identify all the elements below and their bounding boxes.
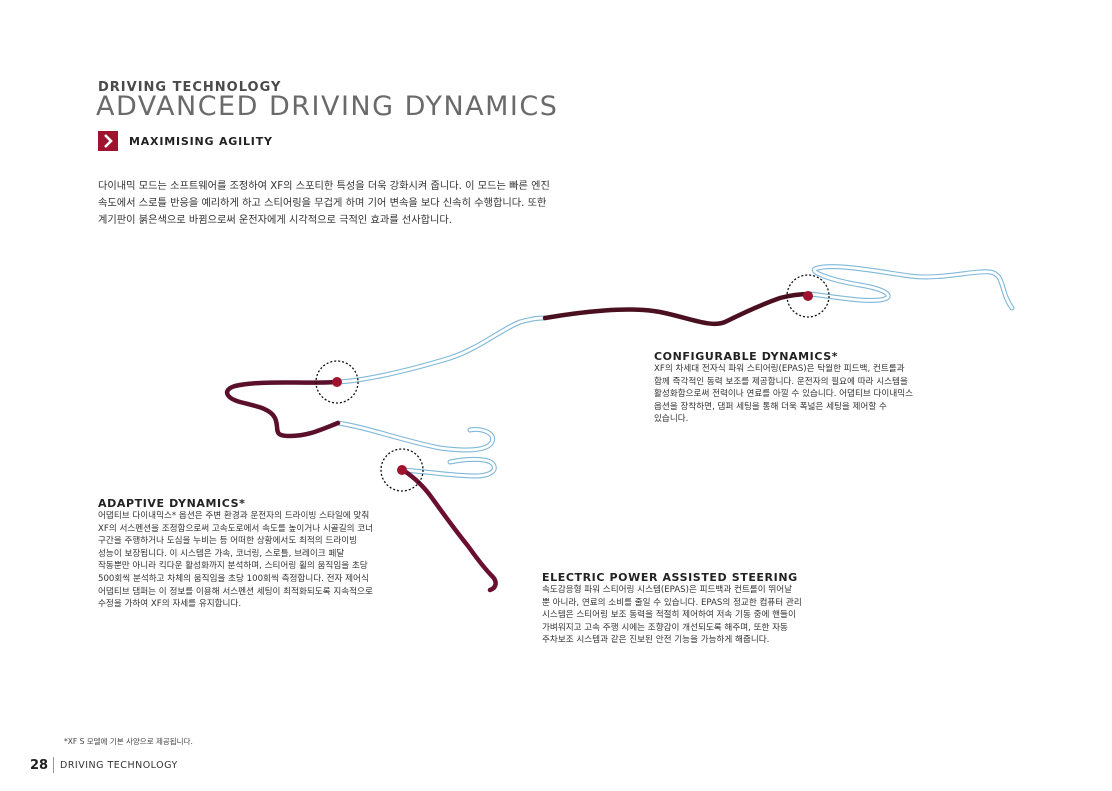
body-line: 가벼워지고 고속 주행 시에는 조향감이 개선되도록 해주며, 또한 자동 — [542, 622, 788, 633]
epas-section: ELECTRIC POWER ASSISTED STEERING 속도감응형 파… — [542, 571, 802, 647]
marker-configurable — [786, 274, 830, 318]
footnote: *XF S 모델에 기본 사양으로 제공됩니다. — [64, 737, 193, 746]
body-line: 뿐 아니라, 연료의 소비를 줄일 수 있습니다. EPAS의 정교한 컴퓨터 … — [542, 597, 802, 608]
configurable-dynamics-section: CONFIGURABLE DYNAMICS* XF의 차세대 전자식 파워 스티… — [654, 350, 913, 426]
page-divider — [53, 757, 54, 773]
adaptive-dynamics-section: ADAPTIVE DYNAMICS* 어댑티브 다이내믹스* 옵션은 주변 환경… — [98, 497, 373, 611]
eyebrow-heading: DRIVING TECHNOLOGY — [98, 80, 282, 95]
body-line: XF의 차세대 전자식 파워 스티어링(EPAS)은 탁월한 피드백, 컨트롤과 — [654, 364, 905, 374]
body-line: 작동뿐만 아니라 킥다운 활성화까지 분석하며, 스티어링 휠의 움직임을 초당 — [98, 561, 368, 572]
page-title: ADVANCED DRIVING DYNAMICS — [96, 91, 559, 122]
section-body: 속도감응형 파워 스티어링 시스템(EPAS)은 피드백과 컨트롤이 뛰어날 뿐… — [542, 584, 802, 647]
body-line: 속도감응형 파워 스티어링 시스템(EPAS)은 피드백과 컨트롤이 뛰어날 — [542, 585, 793, 595]
marker-adaptive — [315, 360, 359, 404]
intro-paragraph: 다이내믹 모드는 소프트웨어를 조정하여 XF의 스포티한 특성을 더욱 강화시… — [98, 178, 618, 229]
marker-epas — [380, 448, 424, 492]
page-footer-label: DRIVING TECHNOLOGY — [60, 760, 178, 771]
section-title: ADAPTIVE DYNAMICS* — [98, 497, 246, 510]
intro-line: 다이내믹 모드는 소프트웨어를 조정하여 XF의 스포티한 특성을 더욱 강화시… — [98, 181, 550, 192]
body-line: 구간을 주행하거나 도심을 누비는 등 어떠한 상황에서도 최적의 드라이빙 — [98, 536, 358, 547]
body-line: 수정을 가하여 XF의 자세를 유지합니다. — [98, 599, 242, 610]
body-line: 주차보조 시스템과 같은 진보된 안전 기능을 가능하게 해줍니다. — [542, 635, 770, 646]
body-line: 있습니다. — [654, 414, 689, 425]
body-line: 시스템은 스티어링 보조 동력을 적절히 제어하여 저속 기동 중에 핸들이 — [542, 610, 796, 621]
section-subhead: MAXIMISING AGILITY — [129, 135, 273, 148]
body-line: XF의 서스펜션을 조정함으로써 고속도로에서 속도를 높이거나 시골길의 코너 — [98, 523, 374, 534]
body-line: 함께 즉각적인 동력 보조를 제공합니다. 운전자의 필요에 따라 시스템을 — [654, 376, 908, 387]
section-title: CONFIGURABLE DYNAMICS* — [654, 350, 839, 363]
section-body: XF의 차세대 전자식 파워 스티어링(EPAS)은 탁월한 피드백, 컨트롤과… — [654, 363, 913, 426]
body-line: 어댑티브 댐퍼는 이 정보를 이용해 서스펜션 세팅이 최적화되도록 지속적으로 — [98, 586, 373, 597]
body-line: 성능이 보장됩니다. 이 시스템은 가속, 코너링, 스로틀, 브레이크 페달 — [98, 548, 345, 559]
chevron-right-icon — [98, 131, 118, 151]
body-line: 옵션을 장착하면, 댐퍼 세팅을 통해 더욱 폭넓은 세팅을 제어할 수 — [654, 401, 887, 412]
body-line: 500회씩 분석하고 차체의 움직임을 초당 100회씩 측정합니다. 전자 제… — [98, 573, 369, 584]
section-title: ELECTRIC POWER ASSISTED STEERING — [542, 571, 798, 584]
intro-line: 속도에서 스로틀 반응을 예리하게 하고 스티어링을 무겁게 하며 기어 변속을… — [98, 198, 547, 209]
intro-line: 계기판이 붉은색으로 바뀜으로써 운전자에게 시각적으로 극적인 효과를 선사합… — [98, 215, 452, 226]
page-number: 28 — [30, 758, 49, 773]
body-line: 어댑티브 다이내믹스* 옵션은 주변 환경과 운전자의 드라이빙 스타일에 맞춰 — [98, 511, 370, 521]
section-body: 어댑티브 다이내믹스* 옵션은 주변 환경과 운전자의 드라이빙 스타일에 맞춰… — [98, 510, 373, 611]
body-line: 활성화함으로써 전력이나 연료를 아낄 수 있습니다. 어댑티브 다이내믹스 — [654, 389, 914, 400]
